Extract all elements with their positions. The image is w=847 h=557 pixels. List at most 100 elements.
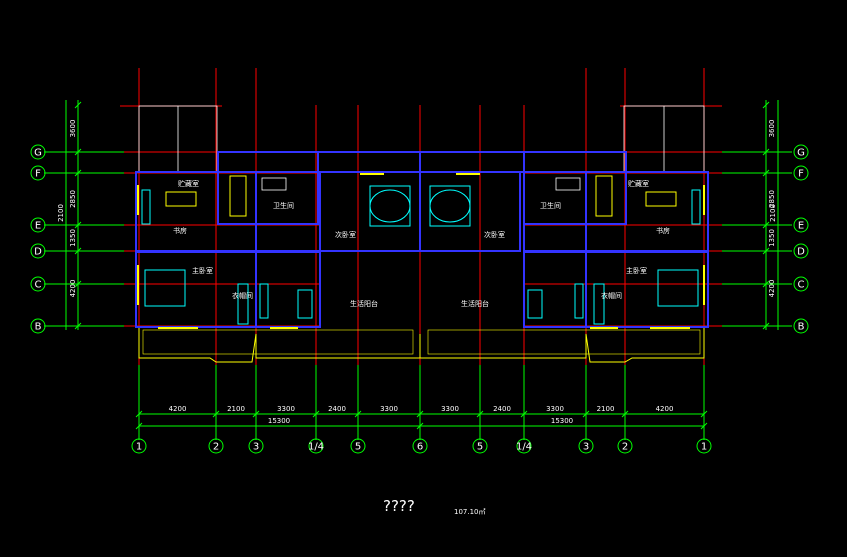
row-axis-left-2-circle bbox=[30, 217, 46, 233]
room-label-balcony-left: 生活阳台 bbox=[350, 299, 378, 308]
dim-tick-total-c bbox=[416, 422, 424, 430]
col-axis-6-circle bbox=[472, 438, 488, 454]
dim-right-2: 1350 bbox=[768, 229, 776, 247]
dim-tick-2 bbox=[252, 410, 260, 418]
desk-left bbox=[165, 191, 197, 207]
col-axis-2-label: 3 bbox=[253, 442, 259, 453]
dimension-lines bbox=[44, 100, 792, 440]
room-label-dressing-left: 衣帽间 bbox=[232, 291, 253, 300]
bed-second-right bbox=[429, 185, 471, 227]
col-axis-4-circle bbox=[350, 438, 366, 454]
dim-tick-10 bbox=[700, 410, 708, 418]
room-label-bathroom-right: 卫生间 bbox=[540, 201, 561, 210]
wall-core-right bbox=[523, 151, 627, 225]
col-axis-3-label: 1/4 bbox=[308, 442, 324, 453]
row-axis-right-5-circle bbox=[793, 318, 809, 334]
col-axis-5-circle bbox=[412, 438, 428, 454]
col-axis-7-label: 1/4 bbox=[516, 442, 532, 453]
stair-right bbox=[595, 175, 613, 217]
col-axis-1-circle bbox=[208, 438, 224, 454]
row-axis-right-2-label: E bbox=[798, 221, 804, 232]
area-label: 107.10㎡ bbox=[454, 508, 486, 516]
row-axis-right-2-circle bbox=[793, 217, 809, 233]
wardrobe-right-b bbox=[593, 283, 605, 325]
dim-bottom-9: 4200 bbox=[656, 405, 674, 413]
row-axis-left-1-circle bbox=[30, 165, 46, 181]
dim-bottom-4: 3300 bbox=[380, 405, 398, 413]
cabinet-left bbox=[141, 189, 151, 225]
col-axis-9-label: 2 bbox=[622, 442, 628, 453]
dim-bottom-3: 2400 bbox=[328, 405, 346, 413]
dim-tick-total-r bbox=[700, 422, 708, 430]
col-axis-0-label: 1 bbox=[136, 442, 142, 453]
dim-tick-7 bbox=[520, 410, 528, 418]
room-label-master-bedroom-right: 主卧室 bbox=[626, 266, 647, 275]
dim-total-right: 15300 bbox=[551, 417, 573, 425]
dim-tick-1 bbox=[212, 410, 220, 418]
room-label-dressing-right: 衣帽间 bbox=[601, 291, 622, 300]
bed-left bbox=[144, 269, 186, 307]
outline-bottom-left bbox=[138, 326, 421, 363]
col-axis-2-circle bbox=[248, 438, 264, 454]
dim-right-0: 3600 bbox=[768, 120, 776, 138]
outline-inner-right bbox=[427, 329, 701, 355]
row-axis-right-0-circle bbox=[793, 144, 809, 160]
dim-tick-8 bbox=[582, 410, 590, 418]
dim-left-2: 1350 bbox=[69, 229, 77, 247]
dim-tick-5 bbox=[416, 410, 424, 418]
dim-bottom-8: 2100 bbox=[597, 405, 615, 413]
dim-right-1: 2850 bbox=[768, 190, 776, 208]
bed-right bbox=[657, 269, 699, 307]
row-axis-left-4-label: C bbox=[35, 280, 42, 291]
dim-total-left: 15300 bbox=[268, 417, 290, 425]
col-axis-8-circle bbox=[578, 438, 594, 454]
wall-south-left bbox=[135, 250, 321, 328]
room-label-second-bedroom-left: 次卧室 bbox=[335, 230, 356, 239]
dim-bottom-1: 2100 bbox=[227, 405, 245, 413]
row-axis-right-3-circle bbox=[793, 243, 809, 259]
room-label-second-bedroom-right: 次卧室 bbox=[484, 230, 505, 239]
dim-tick-6 bbox=[476, 410, 484, 418]
row-axis-left-4-circle bbox=[30, 276, 46, 292]
bed-second-right-oval bbox=[429, 189, 471, 223]
row-axis-right-3-label: D bbox=[797, 247, 805, 258]
row-axis-right-0-label: G bbox=[797, 148, 805, 159]
wardrobe-left-b bbox=[259, 283, 269, 319]
dim-bottom-2: 3300 bbox=[277, 405, 295, 413]
dim-vtick-1-0 bbox=[762, 101, 770, 109]
col-axis-9-circle bbox=[617, 438, 633, 454]
room-label-storage-right: 贮藏室 bbox=[628, 179, 649, 188]
wall-north-right bbox=[523, 171, 709, 253]
row-axis-left-5-circle bbox=[30, 318, 46, 334]
drawing-title: ???? bbox=[383, 497, 415, 515]
wall-north-left bbox=[135, 171, 321, 253]
room-label-study-left: 书房 bbox=[173, 226, 187, 235]
room-label-storage-left: 贮藏室 bbox=[178, 179, 199, 188]
sink-left bbox=[261, 177, 287, 191]
col-axis-10-circle bbox=[696, 438, 712, 454]
dim-tick-4 bbox=[354, 410, 362, 418]
room-label-study-right: 书房 bbox=[656, 226, 670, 235]
bed-second-left-oval bbox=[369, 189, 411, 223]
row-axis-right-1-label: F bbox=[798, 169, 804, 180]
walls bbox=[135, 151, 709, 329]
stair-left bbox=[229, 175, 247, 217]
dim-left-1: 2850 bbox=[69, 190, 77, 208]
room-label-balcony-right: 生活阳台 bbox=[461, 299, 489, 308]
dim-left-overall: 2100 bbox=[57, 204, 65, 222]
wall-south-right bbox=[523, 250, 709, 328]
bed-second-left bbox=[369, 185, 411, 227]
dim-bottom-5: 3300 bbox=[441, 405, 459, 413]
wall-core-left bbox=[217, 151, 319, 225]
row-axis-right-1-circle bbox=[793, 165, 809, 181]
room-label-bathroom-left: 卫生间 bbox=[273, 201, 294, 210]
col-axis-7-circle bbox=[516, 438, 532, 454]
bath-left bbox=[297, 289, 313, 319]
outline-inner-left bbox=[142, 329, 414, 355]
col-axis-0-circle bbox=[131, 438, 147, 454]
row-axis-left-3-circle bbox=[30, 243, 46, 259]
dim-bottom-7: 3300 bbox=[546, 405, 564, 413]
